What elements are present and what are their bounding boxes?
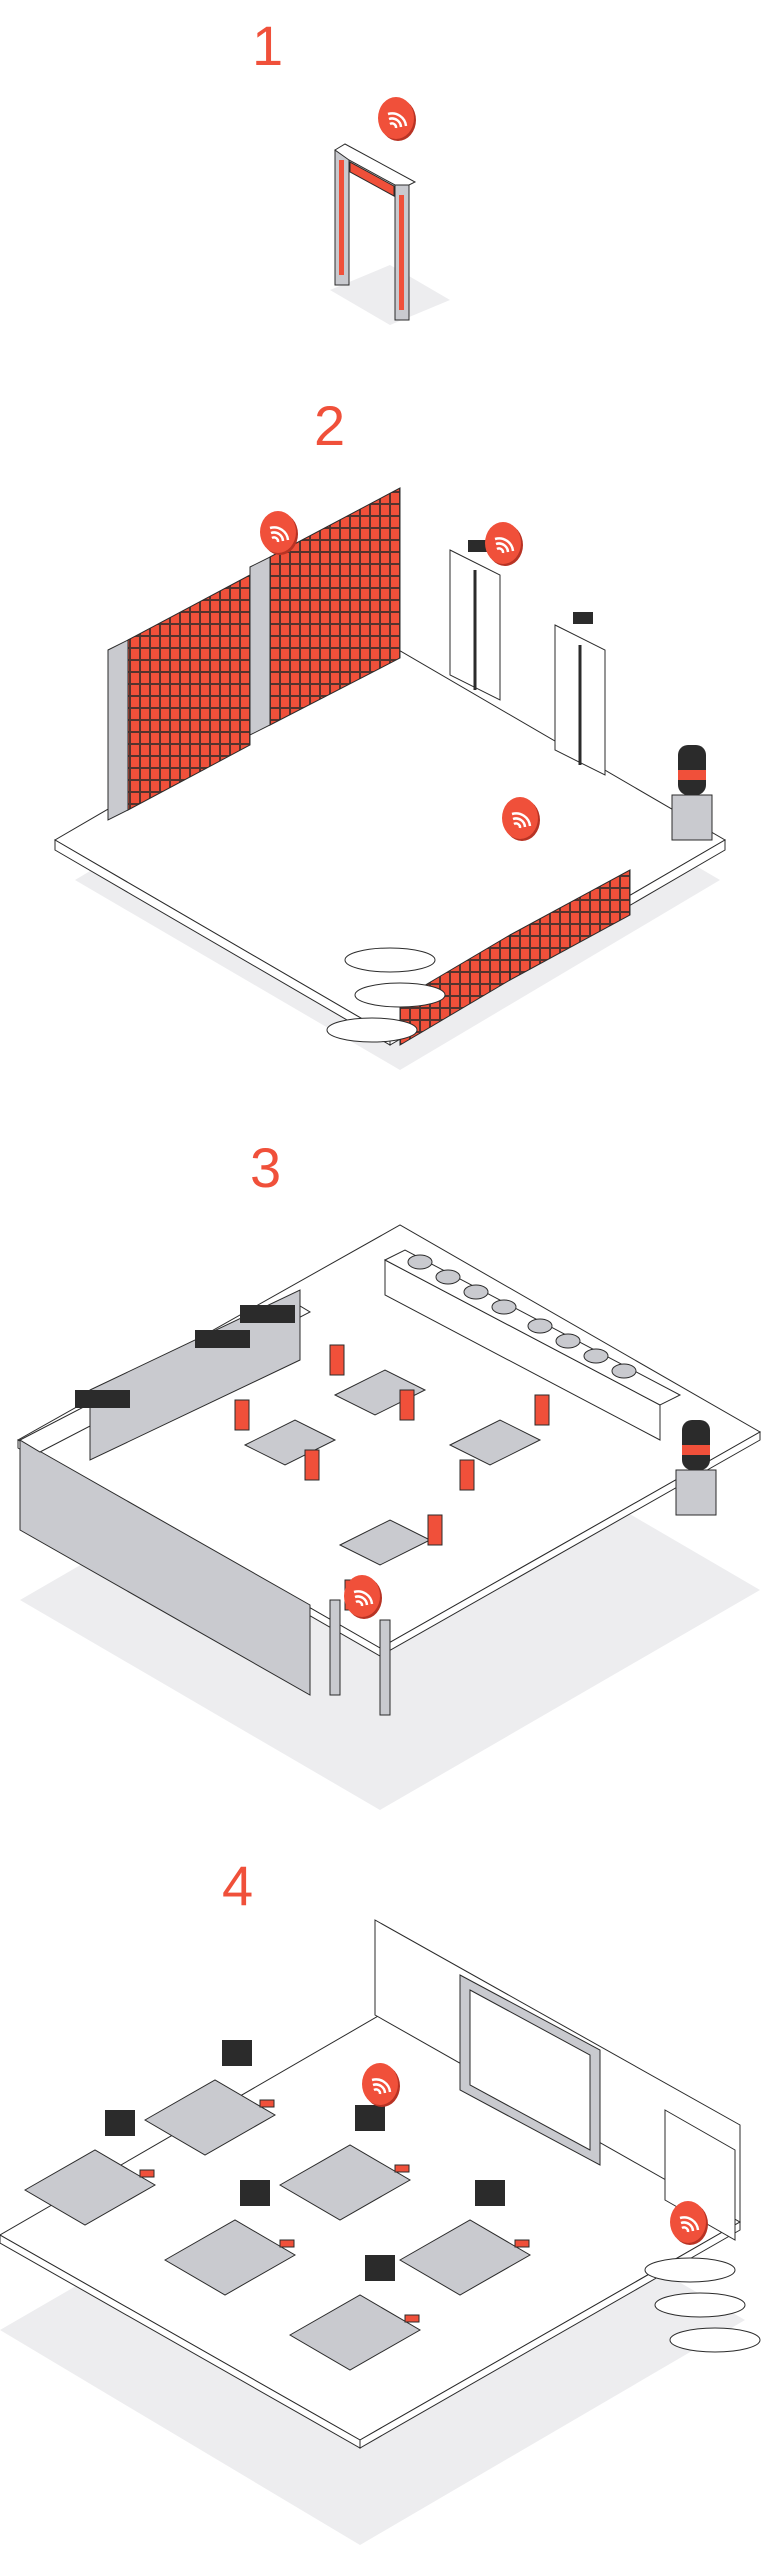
scene-3-canteen [16,1224,762,1810]
step-number-4: 4 [222,1854,254,1917]
scene-2-lobby [54,487,726,1070]
wifi-badge-icon [376,95,418,143]
step-number-3: 3 [250,1136,282,1199]
wifi-badge-icon [258,509,300,557]
step-number-2: 2 [314,394,346,457]
scene-4-office [0,1919,761,2545]
step-number-1: 1 [252,14,284,77]
wifi-badge-icon [483,520,525,568]
scene-1-security-gate [330,95,450,325]
